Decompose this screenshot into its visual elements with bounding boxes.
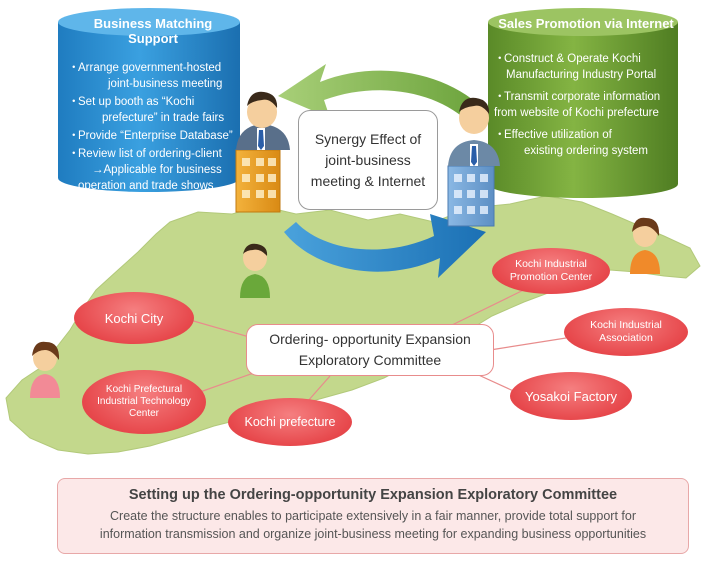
summary-line: information transmission and organize jo…	[99, 527, 647, 541]
synergy-line: joint-business	[325, 151, 411, 168]
oval-kochi-prefecture: Kochi prefecture	[228, 398, 352, 446]
oval-label: Promotion Center	[509, 271, 593, 283]
committee-box: Ordering- opportunity Expansion Explorat…	[246, 324, 494, 376]
cycle-arrow-green	[278, 64, 486, 124]
oval-label: Center	[128, 408, 159, 419]
committee-line: Ordering- opportunity Expansion	[269, 331, 471, 347]
list-item: ・Provide “Enterprise Database”	[68, 130, 233, 142]
business-matching-panel: Business Matching Support ・Arrange gover…	[68, 16, 238, 196]
oval-yosakoi-factory: Yosakoi Factory	[510, 372, 632, 420]
oval-label: Industrial Technology	[97, 396, 191, 407]
oval-label: Kochi City	[104, 310, 164, 326]
business-matching-title: Business Matching Support	[93, 16, 213, 46]
businessman-right	[447, 97, 500, 227]
summary-title: Setting up the Ordering-opportunity Expa…	[128, 487, 618, 503]
person-green	[240, 243, 270, 298]
oval-label: Yosakoi Factory	[524, 388, 617, 404]
summary-box: Setting up the Ordering-opportunity Expa…	[57, 478, 689, 554]
synergy-effect-box: Synergy Effect of joint-business meeting…	[298, 110, 438, 210]
oval-tech-center: Kochi Prefectural Industrial Technology …	[82, 370, 206, 434]
summary-line: Create the structure enables to particip…	[110, 509, 636, 523]
cycle-arrow-blue	[284, 214, 486, 278]
sales-promotion-panel: Sales Promotion via Internet ・Construct …	[494, 16, 678, 161]
sales-promotion-title: Sales Promotion via Internet	[498, 16, 674, 31]
oval-label: Kochi Industrial	[515, 258, 587, 270]
oval-promotion-center: Kochi Industrial Promotion Center	[492, 248, 610, 294]
businessman-left	[235, 91, 290, 213]
oval-label: Kochi Prefectural	[105, 384, 183, 395]
oval-label: Association	[599, 332, 653, 344]
list-item: ・Review list of ordering-client→Applicab…	[68, 148, 222, 192]
oval-industrial-association: Kochi Industrial Association	[564, 308, 688, 356]
oval-kochi-city: Kochi City	[74, 292, 194, 344]
person-pink	[30, 341, 60, 398]
green-cylinder	[488, 8, 678, 198]
synergy-line: meeting & Internet	[310, 172, 426, 189]
synergy-line: Synergy Effect of	[314, 130, 422, 147]
oval-label: Kochi prefecture	[244, 415, 336, 429]
blue-cylinder	[58, 8, 240, 192]
summary-description: Create the structure enables to particip…	[58, 507, 688, 543]
person-orange	[630, 217, 660, 274]
oval-label: Kochi Industrial	[590, 319, 662, 331]
committee-line: Exploratory Committee	[298, 352, 442, 368]
